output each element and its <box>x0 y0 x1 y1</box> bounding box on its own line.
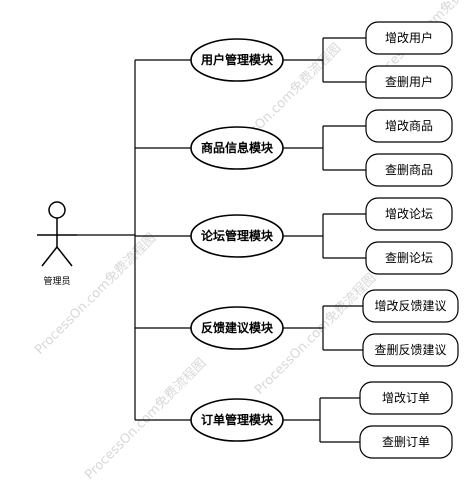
actor: 管理员 <box>37 201 77 287</box>
use-case-label: 查删反馈建议 <box>374 343 446 357</box>
use-case-box <box>359 381 453 415</box>
use-case-box <box>362 333 459 367</box>
use-case-label: 增改论坛 <box>385 207 433 221</box>
use-case-box <box>365 197 453 231</box>
module-label: 论坛管理模块 <box>201 228 274 243</box>
watermark-text: ProcessOn.com免费流程图 <box>82 356 209 482</box>
use-case-label: 增改用户 <box>385 30 433 45</box>
module-label: 反馈建议模块 <box>201 320 274 335</box>
use-case-box <box>365 109 453 143</box>
actor-label: 管理员 <box>43 275 70 287</box>
module-label: 用户管理模块 <box>200 52 274 67</box>
use-case-box <box>365 21 453 55</box>
module-label: 商品信息模块 <box>201 140 274 155</box>
use-case-label: 增改反馈建议 <box>374 299 446 313</box>
use-case-label: 增改订单 <box>382 391 430 405</box>
module-label: 订单管理模块 <box>201 412 274 427</box>
use-case-label: 增改商品 <box>385 118 433 133</box>
use-case-box <box>365 153 453 187</box>
actor-leg-left <box>41 246 58 267</box>
watermark-text: ProcessOn.com免费流程图 <box>32 231 159 358</box>
use-case-box <box>365 241 453 275</box>
use-case-label: 查删论坛 <box>385 251 433 265</box>
use-case-box <box>359 425 453 459</box>
actor-head <box>48 201 66 219</box>
use-case-label: 查删用户 <box>385 74 433 89</box>
use-case-label: 查删订单 <box>382 435 430 449</box>
use-case-box <box>362 289 459 323</box>
use-case-box <box>365 65 453 99</box>
use-case-label: 查删商品 <box>385 162 433 177</box>
actor-leg-right <box>56 246 73 267</box>
